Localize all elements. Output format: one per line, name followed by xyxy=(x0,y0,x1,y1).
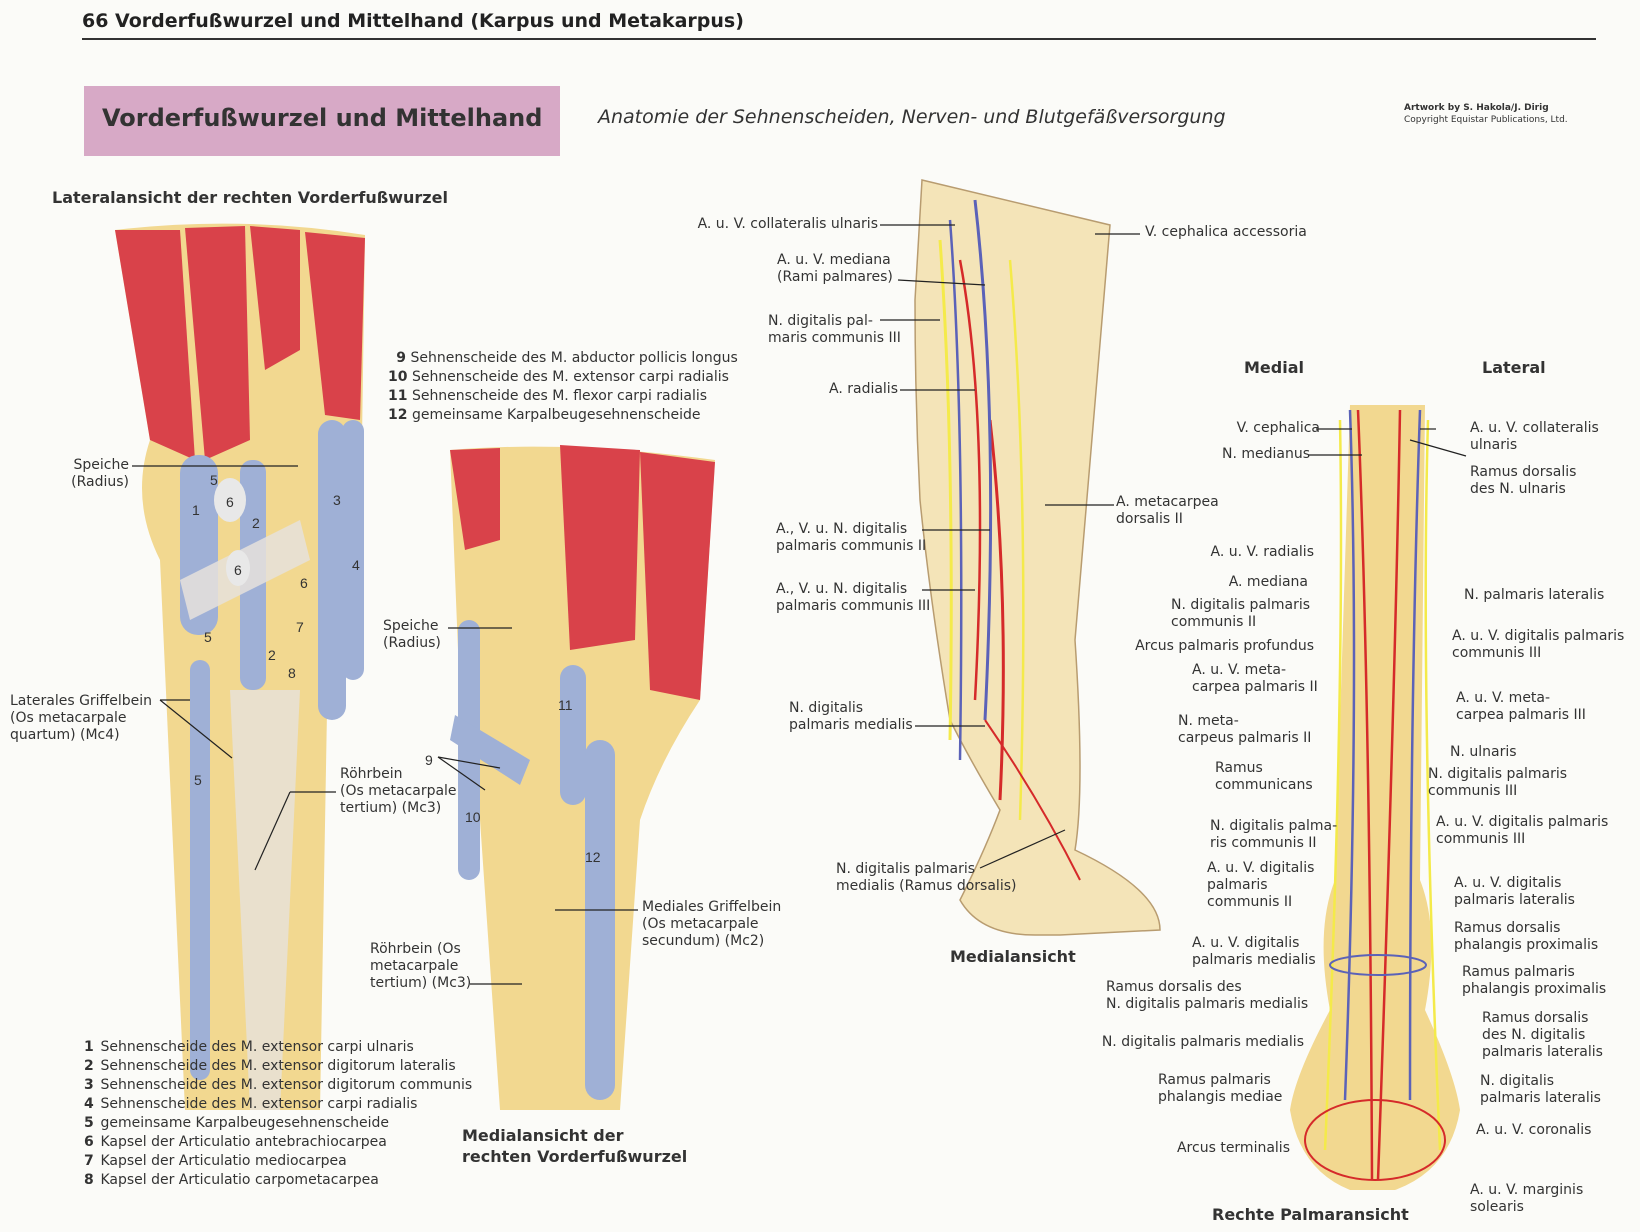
palmar-right-m: N. digitalis palmaris lateralis xyxy=(1480,1073,1601,1106)
legend-item: 1 Sehnenscheide des M. extensor carpi ul… xyxy=(84,1039,414,1055)
palmar-left-m: Ramus dorsalis des N. digitalis palmaris… xyxy=(1106,979,1309,1012)
lateral-num-6c: 6 xyxy=(300,575,308,591)
lateral-num-6a: 6 xyxy=(226,494,234,510)
lateral-num-6b: 6 xyxy=(234,562,242,578)
palmar-left-c: A. u. V. radialis xyxy=(1210,544,1314,560)
legend-item: 2 Sehnenscheide des M. extensor digitoru… xyxy=(84,1058,456,1074)
palmar-left-i: Ramus communicans xyxy=(1215,760,1313,793)
lateral-num-8: 8 xyxy=(288,665,296,681)
legend-item: 5 gemeinsame Karpalbeugesehnenscheide xyxy=(84,1115,390,1131)
palmar-left-h: N. meta- carpeus palmaris II xyxy=(1178,713,1312,746)
palmar-right-o: A. u. V. marginis solearis xyxy=(1470,1182,1584,1215)
palmar-right-b: Ramus dorsalis des N. ulnaris xyxy=(1470,464,1577,497)
lateral-view-illustration: 1 2 2 3 4 5 5 5 6 6 6 7 8 xyxy=(115,223,365,1111)
credit-line-2: Copyright Equistar Publications, Ltd. xyxy=(1404,115,1568,125)
palmar-left-n: N. digitalis palmaris medialis xyxy=(1101,1034,1304,1050)
palmaransicht-heading: Rechte Palmaransicht xyxy=(1212,1205,1409,1224)
medial-num-9: 9 xyxy=(425,752,433,768)
lateral-num-1: 1 xyxy=(192,502,200,518)
palmar-right-j: Ramus dorsalis phalangis proximalis xyxy=(1454,920,1599,953)
lateral-label-griffelbein: Laterales Griffelbein (Os metacarpale qu… xyxy=(10,693,152,743)
legend-item: 6 Kapsel der Articulatio antebrachiocarp… xyxy=(84,1134,387,1150)
page-subtitle: Anatomie der Sehnenscheiden, Nerven- und… xyxy=(598,106,1226,128)
legend-item: 10 Sehnenscheide des M. extensor carpi r… xyxy=(388,369,729,385)
lateral-legend: 1 Sehnenscheide des M. extensor carpi ul… xyxy=(84,1038,472,1190)
medialansicht-label-l3: N. digitalis pal- maris communis III xyxy=(768,313,901,346)
lateral-num-2a: 2 xyxy=(252,515,260,531)
legend-item: 9 Sehnenscheide des M. abductor pollicis… xyxy=(396,350,738,366)
palmar-right-k: Ramus palmaris phalangis proximalis xyxy=(1462,964,1607,997)
palmar-right-i: A. u. V. digitalis palmaris lateralis xyxy=(1454,875,1575,908)
lateral-num-7: 7 xyxy=(296,619,304,635)
legend-item: 11 Sehnenscheide des M. flexor carpi rad… xyxy=(388,388,708,404)
medialansicht-label-l5: A., V. u. N. digitalis palmaris communis… xyxy=(776,521,927,554)
lateral-label-roehrbein: Röhrbein (Os metacarpale tertium) (Mc3) xyxy=(340,766,457,816)
header-rule xyxy=(82,38,1596,40)
page-header: 66 Vorderfußwurzel und Mittelhand (Karpu… xyxy=(82,10,744,32)
medialansicht-label-r1: V. cephalica accessoria xyxy=(1145,224,1307,240)
lateral-label-speiche: Speiche (Radius) xyxy=(71,457,129,490)
palmar-left-l: A. u. V. digitalis palmaris medialis xyxy=(1192,935,1316,968)
lateral-num-3: 3 xyxy=(333,492,341,508)
legend-item: 4 Sehnenscheide des M. extensor carpi ra… xyxy=(84,1096,418,1112)
medial-label-speiche: Speiche (Radius) xyxy=(383,618,441,651)
medial-view-illustration: 9 10 11 12 xyxy=(425,445,715,1111)
medialansicht-label-l8: N. digitalis palmaris medialis (Ramus do… xyxy=(836,861,1017,894)
palmar-left-j: N. digitalis palma- ris communis II xyxy=(1210,818,1338,851)
legend-item: 3 Sehnenscheide des M. extensor digitoru… xyxy=(84,1077,473,1093)
palmar-left-g: A. u. V. meta- carpea palmaris II xyxy=(1192,662,1318,695)
legend-item: 12 gemeinsame Karpalbeugesehnenscheide xyxy=(388,407,701,423)
medialansicht-heading: Medialansicht xyxy=(950,947,1076,966)
lateral-num-5c: 5 xyxy=(194,772,202,788)
palmar-right-e: A. u. V. meta- carpea palmaris III xyxy=(1456,690,1586,723)
medialansicht-label-l6: A., V. u. N. digitalis palmaris communis… xyxy=(776,581,931,614)
medialansicht-label-r2: A. metacarpea dorsalis II xyxy=(1116,494,1219,527)
medial-num-11: 11 xyxy=(558,697,573,713)
lateral-num-5b: 5 xyxy=(204,629,212,645)
medialansicht-label-l7: N. digitalis palmaris medialis xyxy=(789,700,913,733)
palmar-left-k: A. u. V. digitalis palmaris communis II xyxy=(1207,860,1315,910)
palmar-left-a: V. cephalica xyxy=(1236,420,1320,436)
medial-heading: Medial xyxy=(1244,358,1304,377)
palmar-right-h: A. u. V. digitalis palmaris communis III xyxy=(1436,814,1609,847)
page-title: Vorderfußwurzel und Mittelhand xyxy=(102,104,543,132)
lateral-num-5a: 5 xyxy=(210,472,218,488)
legend-item: 7 Kapsel der Articulatio mediocarpea xyxy=(84,1153,347,1169)
palmar-left-d: A. mediana xyxy=(1228,574,1308,590)
palmar-right-f: N. ulnaris xyxy=(1450,744,1517,760)
title-box: Vorderfußwurzel und Mittelhand xyxy=(84,86,560,156)
medialansicht-illustration xyxy=(914,179,1161,936)
palmar-left-p: Arcus terminalis xyxy=(1176,1140,1290,1156)
medial-num-12: 12 xyxy=(585,849,601,865)
legend-item: 8 Kapsel der Articulatio carpometacarpea xyxy=(84,1172,379,1188)
palmar-left-f: Arcus palmaris profundus xyxy=(1135,638,1314,654)
medial-legend: 9 Sehnenscheide des M. abductor pollicis… xyxy=(388,349,738,425)
palmar-right-g: N. digitalis palmaris communis III xyxy=(1428,766,1568,799)
palmar-left-o: Ramus palmaris phalangis mediae xyxy=(1158,1072,1283,1105)
palmar-right-a: A. u. V. collateralis ulnaris xyxy=(1470,420,1599,453)
palmar-left-e: N. digitalis palmaris communis II xyxy=(1171,597,1311,630)
leader-lines xyxy=(132,224,1467,985)
credit-line-1: Artwork by S. Hakola/J. Dirig xyxy=(1404,103,1549,113)
palmar-left-b: N. medianus xyxy=(1221,446,1310,462)
lateral-view-heading: Lateralansicht der rechten Vorderfußwurz… xyxy=(52,188,448,207)
lateral-num-4: 4 xyxy=(352,557,360,573)
medialansicht-label-l1: A. u. V. collateralis ulnaris xyxy=(697,216,878,232)
medialansicht-label-l4: A. radialis xyxy=(829,381,898,397)
palmar-right-l: Ramus dorsalis des N. digitalis palmaris… xyxy=(1482,1010,1603,1060)
medialansicht-label-l2: A. u. V. mediana (Rami palmares) xyxy=(777,252,893,285)
palmar-right-d: A. u. V. digitalis palmaris communis III xyxy=(1452,628,1625,661)
lateral-heading: Lateral xyxy=(1482,358,1546,377)
medial-label-griffelbein: Mediales Griffelbein (Os metacarpale sec… xyxy=(642,899,782,949)
medial-label-roehrbein: Röhrbein (Os metacarpale tertium) (Mc3) xyxy=(370,941,472,991)
medial-num-10: 10 xyxy=(465,809,481,825)
credit: Artwork by S. Hakola/J. Dirig Copyright … xyxy=(1404,102,1568,126)
palmar-right-c: N. palmaris lateralis xyxy=(1464,587,1605,603)
lateral-num-2b: 2 xyxy=(268,647,276,663)
palmaransicht-illustration xyxy=(1290,405,1460,1190)
medial-view-heading: Medialansicht der rechten Vorderfußwurze… xyxy=(462,1126,688,1166)
palmar-right-n: A. u. V. coronalis xyxy=(1476,1122,1592,1138)
